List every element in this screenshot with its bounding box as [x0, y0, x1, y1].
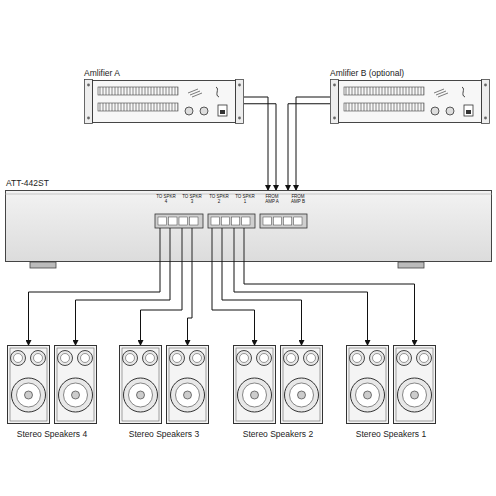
wire: [188, 262, 193, 345]
amplifier-cable: [244, 97, 276, 190]
speaker-pair: Stereo Speakers 2: [233, 345, 323, 440]
terminal-label: TO SPKR 2: [208, 194, 230, 204]
speaker-label: Stereo Speakers 2: [233, 429, 323, 440]
terminal-label: FROM AMP A: [261, 194, 283, 204]
wire: [244, 97, 268, 190]
speaker-label: Stereo Speakers 3: [119, 429, 209, 440]
speaker-pair-illustration: [7, 345, 97, 425]
amplifier: Amlifier B (optional): [330, 68, 492, 124]
wire: [212, 262, 255, 345]
speaker-cable: [29, 262, 171, 345]
terminal-panel: [5, 190, 492, 262]
wire: [76, 262, 171, 345]
speaker-pair: Stereo Speakers 1: [346, 345, 436, 440]
speaker-cabinets: [119, 345, 209, 425]
wire: [288, 104, 330, 190]
speaker-cable: [212, 262, 302, 345]
amplifier-cable: [288, 97, 330, 190]
device-label: ATT-442ST: [6, 178, 49, 189]
amplifier-illustration: [84, 79, 244, 124]
speaker-cabinets: [7, 345, 97, 425]
speaker-cable: [234, 262, 415, 345]
amplifier-body: [84, 79, 244, 124]
wire: [244, 262, 415, 345]
amplifier-illustration: [330, 79, 490, 124]
amplifier-body: [330, 79, 490, 124]
wire: [296, 97, 330, 190]
speaker-pair-illustration: [346, 345, 436, 425]
terminal-label: TO SPKR 1: [234, 194, 256, 204]
speaker-label: Stereo Speakers 4: [7, 429, 97, 440]
wire: [244, 104, 276, 190]
speaker-cable: [141, 262, 193, 345]
amplifier: Amlifier A: [84, 68, 246, 124]
terminal-label: TO SPKR 3: [181, 194, 203, 204]
device-foot: [398, 262, 424, 268]
device-foot: [30, 262, 56, 268]
speaker-pair-illustration: [119, 345, 209, 425]
wire: [141, 262, 183, 345]
terminal-label: FROM AMP B: [287, 194, 309, 204]
speaker-cabinets: [346, 345, 436, 425]
attenuator-unit: ATT-442STTO SPKR 4TO SPKR 3TO SPKR 2TO S…: [5, 190, 492, 262]
speaker-label: Stereo Speakers 1: [346, 429, 436, 440]
amplifier-label: Amlifier A: [84, 68, 246, 79]
wire: [234, 262, 368, 345]
speaker-pair: Stereo Speakers 3: [119, 345, 209, 440]
speaker-pair-illustration: [233, 345, 323, 425]
speaker-pair: Stereo Speakers 4: [7, 345, 97, 440]
amplifier-label: Amlifier B (optional): [330, 68, 492, 79]
speaker-cabinets: [233, 345, 323, 425]
terminal-label: TO SPKR 4: [155, 194, 177, 204]
